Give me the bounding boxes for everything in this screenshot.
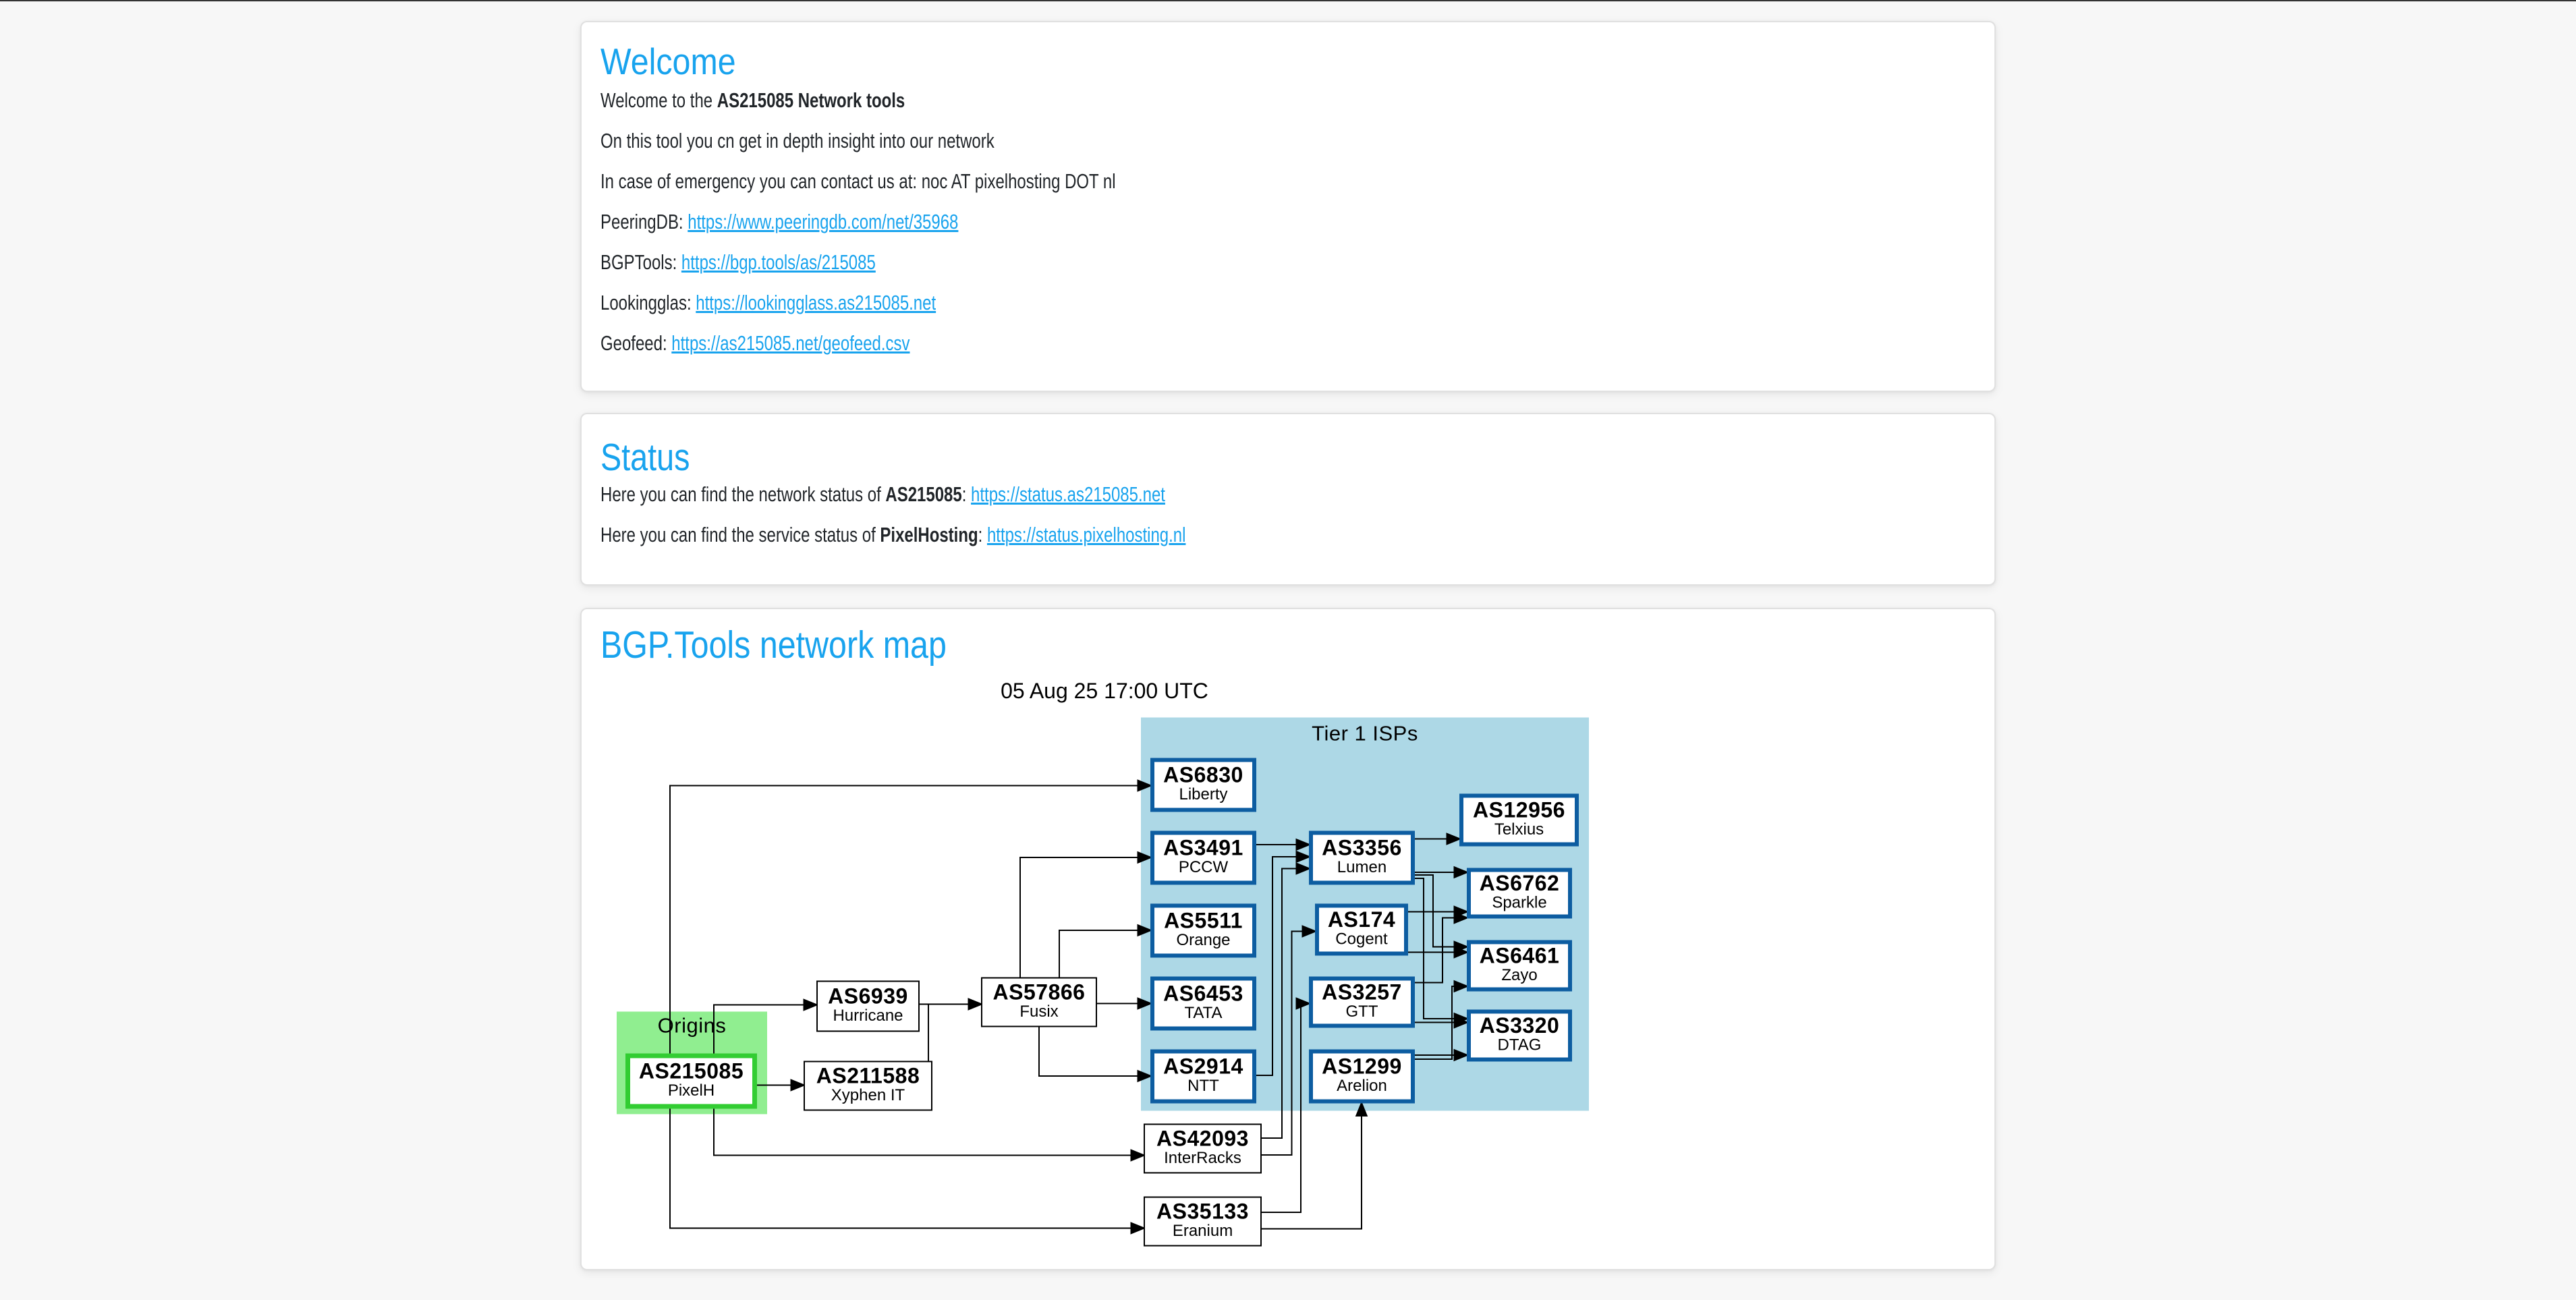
svg-text:PixelH: PixelH	[668, 1081, 715, 1100]
svg-text:Tier 1 ISPs: Tier 1 ISPs	[1312, 721, 1418, 745]
svg-text:AS215085: AS215085	[639, 1058, 744, 1083]
svg-text:Eranium: Eranium	[1173, 1222, 1233, 1240]
svg-text:TATA: TATA	[1185, 1004, 1223, 1022]
svg-text:AS211588: AS211588	[816, 1063, 920, 1087]
svg-text:AS6830: AS6830	[1163, 762, 1243, 787]
svg-text:AS5511: AS5511	[1164, 908, 1243, 932]
svg-text:AS12956: AS12956	[1473, 797, 1565, 822]
svg-text:GTT: GTT	[1346, 1002, 1378, 1021]
svg-text:Zayo: Zayo	[1501, 966, 1537, 984]
svg-text:AS6453: AS6453	[1163, 981, 1243, 1005]
svg-text:Xyphen IT: Xyphen IT	[831, 1086, 905, 1104]
svg-text:Arelion: Arelion	[1337, 1077, 1387, 1095]
svg-text:AS3491: AS3491	[1163, 835, 1243, 859]
svg-text:AS6762: AS6762	[1480, 871, 1560, 895]
svg-text:Origins: Origins	[658, 1013, 727, 1037]
svg-text:Telxius: Telxius	[1494, 820, 1544, 839]
svg-text:PCCW: PCCW	[1179, 858, 1229, 876]
svg-text:AS1299: AS1299	[1322, 1054, 1402, 1078]
svg-text:AS2914: AS2914	[1163, 1054, 1243, 1078]
svg-text:DTAG: DTAG	[1498, 1036, 1542, 1054]
svg-text:AS35133: AS35133	[1156, 1199, 1249, 1223]
svg-text:Lumen: Lumen	[1337, 858, 1387, 876]
svg-text:Cogent: Cogent	[1335, 930, 1388, 948]
svg-text:05 Aug 25 17:00 UTC: 05 Aug 25 17:00 UTC	[1001, 679, 1208, 703]
svg-text:AS174: AS174	[1328, 907, 1395, 932]
svg-text:AS3320: AS3320	[1480, 1013, 1560, 1038]
svg-text:Hurricane: Hurricane	[833, 1007, 903, 1025]
svg-text:Fusix: Fusix	[1019, 1002, 1058, 1021]
svg-text:Orange: Orange	[1176, 931, 1230, 949]
svg-text:AS3257: AS3257	[1322, 980, 1402, 1004]
svg-text:Sparkle: Sparkle	[1492, 893, 1546, 911]
svg-text:Liberty: Liberty	[1179, 785, 1227, 803]
svg-text:AS42093: AS42093	[1156, 1126, 1249, 1150]
svg-text:AS57866: AS57866	[993, 980, 1086, 1004]
svg-text:AS6461: AS6461	[1480, 943, 1560, 967]
svg-text:AS6939: AS6939	[828, 984, 908, 1008]
svg-text:InterRacks: InterRacks	[1164, 1149, 1241, 1167]
svg-text:AS3356: AS3356	[1322, 835, 1402, 859]
svg-text:NTT: NTT	[1187, 1077, 1219, 1095]
